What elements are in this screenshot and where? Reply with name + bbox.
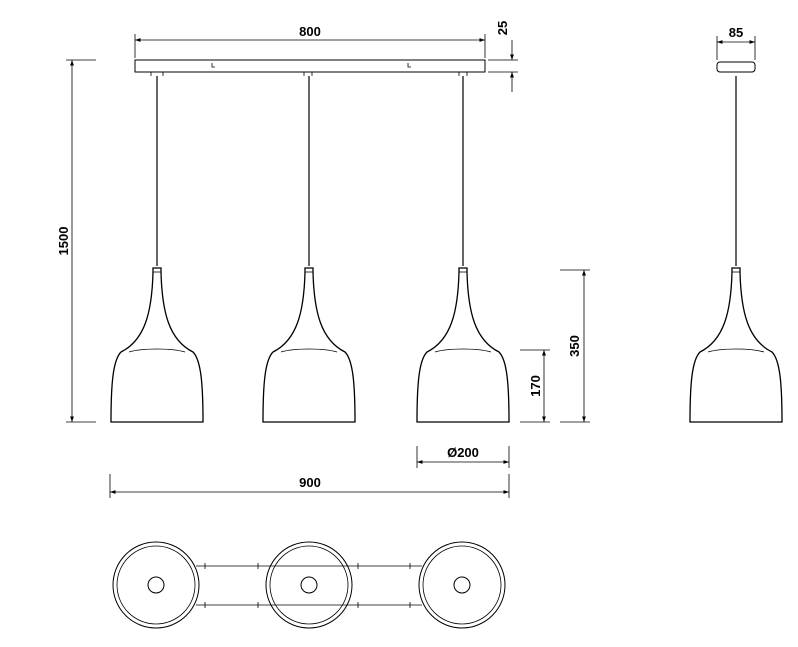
canopy-front (134, 59, 486, 76)
dimension-total-width: 900 (109, 474, 510, 498)
pendant-shade-3 (416, 75, 510, 423)
top-view-shade-3 (418, 541, 506, 629)
dimension-canopy-depth: 85 (716, 25, 756, 60)
dimension-label-25: 25 (495, 21, 510, 35)
dimension-bell-height: 170 (520, 349, 550, 423)
dimension-total-height: 1500 (56, 59, 96, 423)
top-view-shade-2 (265, 541, 353, 629)
dimension-shade-height: 350 (560, 269, 590, 423)
dimension-label-1500: 1500 (56, 227, 71, 256)
dimension-label-diameter: Ø200 (447, 445, 479, 460)
dimension-canopy-length: 800 (134, 24, 486, 58)
side-view (689, 61, 783, 423)
top-view-shade-1 (112, 541, 200, 629)
dimension-label-350: 350 (567, 335, 582, 357)
pendant-shade-1 (110, 75, 204, 423)
dimension-label-85: 85 (729, 25, 743, 40)
pendant-shade-2 (262, 75, 356, 423)
dimension-label-170: 170 (528, 375, 543, 397)
top-view (112, 541, 506, 629)
dimension-canopy-height: 25 (488, 21, 518, 92)
dimension-label-900: 900 (299, 475, 321, 490)
dimension-shade-diameter: Ø200 (416, 445, 510, 468)
dimension-label-800: 800 (299, 24, 321, 39)
